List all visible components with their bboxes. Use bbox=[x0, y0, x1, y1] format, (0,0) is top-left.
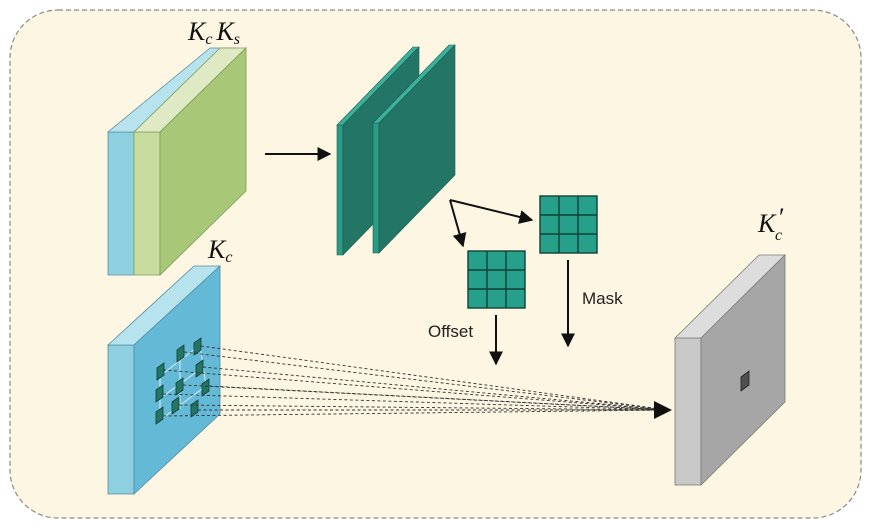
dashed-projection-lines bbox=[162, 345, 669, 417]
arrow-icon bbox=[449, 199, 467, 248]
kc-prime-label: K′c bbox=[757, 203, 783, 244]
kc-label: Kc bbox=[207, 235, 232, 266]
mask-grid bbox=[539, 195, 598, 254]
kc-prime-output bbox=[674, 254, 786, 486]
conv-feature-maps bbox=[336, 44, 456, 256]
offset-grid bbox=[467, 250, 526, 309]
arrow-icon bbox=[654, 401, 672, 419]
mask-label: Mask bbox=[582, 289, 623, 308]
kc-ks-stacked-features bbox=[106, 47, 247, 276]
kc-input-feature bbox=[106, 265, 222, 495]
arrow-icon bbox=[449, 199, 534, 224]
offset-label: Offset bbox=[428, 322, 473, 341]
